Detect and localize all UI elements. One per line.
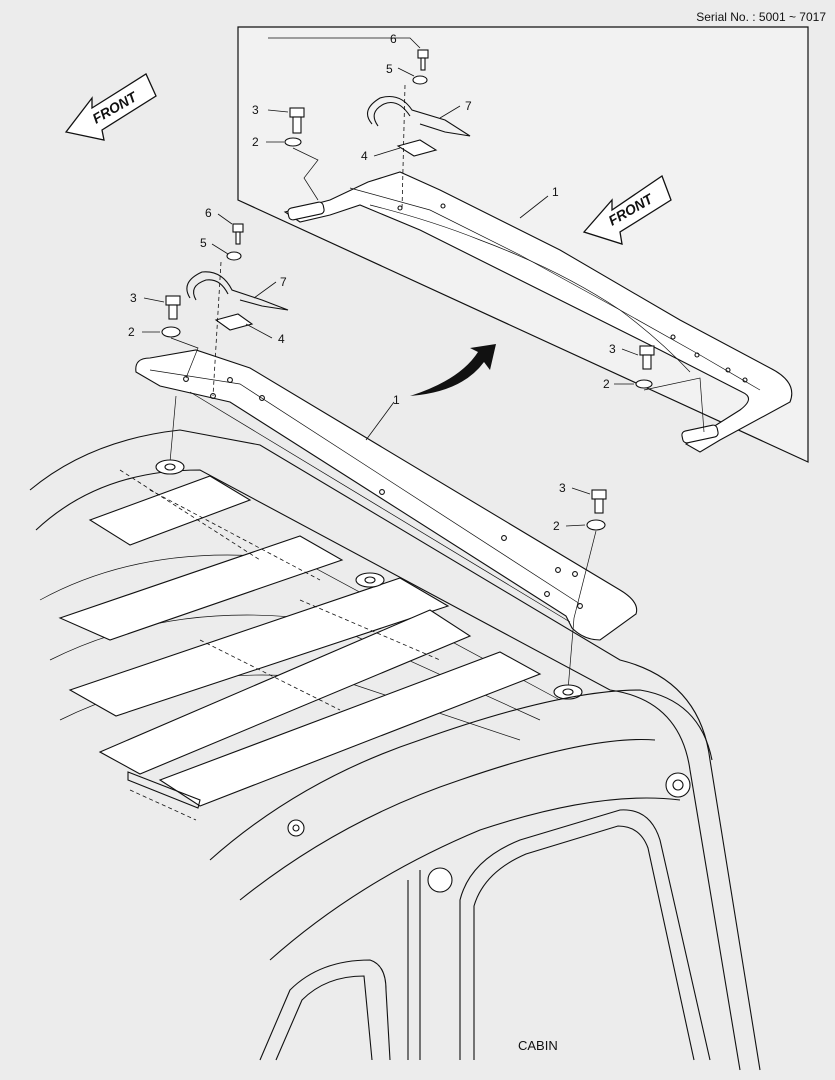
- main-callouts: 6 5 7 3 2 4 1 3 2: [128, 206, 566, 533]
- main-hook-latch: [186, 271, 289, 311]
- inset-callouts: 6 5 7 3 2 4 1 3 2: [252, 32, 616, 391]
- main-bolt-3-right: [591, 489, 607, 514]
- inset-callout-2b: 2: [603, 377, 610, 391]
- main-bracket: [135, 349, 638, 641]
- cabin-roof: [29, 429, 761, 1071]
- main-washer-2-top: [161, 326, 181, 338]
- main-callout-4: 4: [278, 332, 285, 346]
- inset-callout-7: 7: [465, 99, 472, 113]
- cabin-caption: CABIN: [518, 1038, 558, 1053]
- inset-bolt-6: [417, 49, 429, 71]
- inset-bracket: [283, 171, 793, 453]
- main-callout-7: 7: [280, 275, 287, 289]
- inset-callout-5: 5: [386, 62, 393, 76]
- inset-pointer-arrow: [410, 344, 496, 396]
- front-arrow-left: FRONT: [64, 73, 157, 141]
- inset-bolt-3-right: [639, 345, 655, 370]
- main-callout-3: 3: [130, 291, 137, 305]
- inset-callout-6: 6: [390, 32, 397, 46]
- inset-callout-2: 2: [252, 135, 259, 149]
- inset-callout-4: 4: [361, 149, 368, 163]
- serial-number-label: Serial No. : 5001 ~ 7017: [696, 10, 826, 24]
- inset-callout-1: 1: [552, 185, 559, 199]
- inset-washer-2-right: [635, 379, 653, 389]
- inset-bolt-3-top: [289, 107, 305, 134]
- main-callout-3c: 3: [559, 481, 566, 495]
- main-bolt-6: [232, 223, 244, 245]
- inset-callout-3: 3: [252, 103, 259, 117]
- main-callout-2c: 2: [553, 519, 560, 533]
- main-bolt-3-top: [165, 295, 181, 320]
- main-washer-2-right: [586, 519, 606, 531]
- main-washer-5: [226, 251, 242, 261]
- inset-callout-3b: 3: [609, 342, 616, 356]
- inset-hook-latch: [366, 95, 471, 137]
- main-callout-1: 1: [393, 393, 400, 407]
- inset-washer-5: [412, 75, 428, 85]
- main-callout-2: 2: [128, 325, 135, 339]
- inset-cam-plate: [396, 139, 438, 157]
- main-callout-5: 5: [200, 236, 207, 250]
- main-cam-plate: [214, 313, 254, 331]
- main-callout-6: 6: [205, 206, 212, 220]
- inset-washer-2-top: [284, 137, 302, 147]
